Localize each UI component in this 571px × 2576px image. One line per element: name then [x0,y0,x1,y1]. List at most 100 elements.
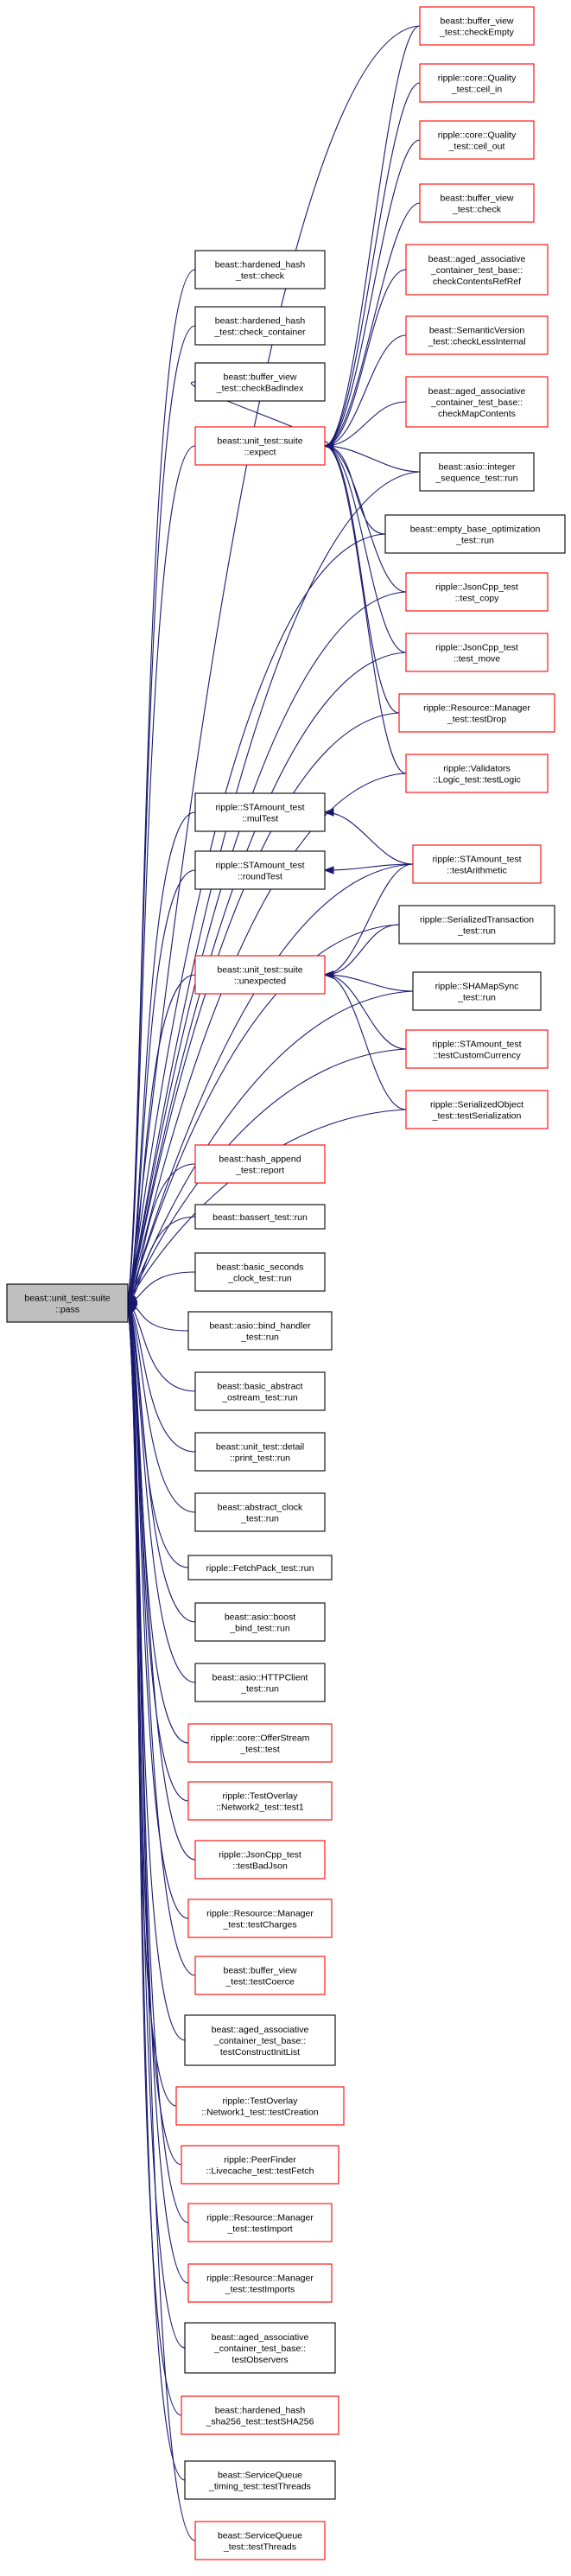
node-testSerialization[interactable]: ripple::SerializedObject_test::testSeria… [405,1090,549,1129]
node-label: ripple::Validators [443,764,510,774]
node-label: _bind_test::run [229,1624,290,1634]
node-ceil-in[interactable]: ripple::core::Quality_test::ceil_in [419,63,535,103]
edge-testBadJson-to-pass [127,1302,196,1860]
node-empty-base[interactable]: beast::empty_base_optimization_test::run [384,514,566,554]
node-label: ripple::Resource::Manager [206,2274,314,2284]
node-label: beast::SemanticVersion [429,326,524,336]
edge-testArithmetic-to-roundTest [324,863,414,871]
edge-testCustomCurrency-to-unexpected [324,974,407,1050]
node-label: ripple::Resource::Manager [206,2213,314,2223]
node-testBadJson[interactable]: ripple::JsonCpp_test::testBadJson [194,1840,326,1880]
node-offerstream[interactable]: ripple::core::OfferStream_test::test [187,1723,333,1763]
node-hh-check-container[interactable]: beast::hardened_hash_test::check_contain… [194,306,326,346]
edge-httpclient-to-pass [127,1302,196,1683]
node-label: _test::run [455,536,494,546]
node-label: ripple::STAmount_test [215,803,304,813]
node-label: _test::testDrop [447,715,506,725]
node-test-move[interactable]: ripple::JsonCpp_test::test_move [405,633,549,672]
node-label: ::print_test::run [230,1453,290,1464]
node-checkContentsRefRef[interactable]: beast::aged_associative_container_test_b… [405,244,549,296]
edge-serialized_tx-to-unexpected [324,924,400,976]
edge-ceil_in-to-expect [324,82,421,447]
node-label: _test::check_container [213,328,306,338]
node-testCharges[interactable]: ripple::Resource::Manager_test::testChar… [187,1899,333,1938]
node-testCoerce[interactable]: beast::buffer_view_test::testCoerce [194,1956,326,1995]
node-label: _test::testCoerce [225,1977,295,1988]
node-label: ripple::FetchPack_test::run [206,1563,314,1574]
node-testSHA256[interactable]: beast::hardened_hash_sha256_test::testSH… [181,2395,339,2435]
node-label: _test::testImport [226,2224,292,2235]
node-label: beast::unit_test::suite [217,965,302,976]
edge-testImports-to-pass [127,1302,189,2284]
node-testCustomCurrency[interactable]: ripple::STAmount_test::testCustomCurrenc… [405,1029,549,1069]
node-checkMapContents[interactable]: beast::aged_associative_container_test_b… [405,376,549,428]
node-label: beast::hardened_hash [215,260,306,270]
node-print-test[interactable]: beast::unit_test::detail::print_test::ru… [194,1432,326,1472]
node-testObservers[interactable]: beast::aged_associative_container_test_b… [184,2322,336,2374]
node-testImport[interactable]: ripple::Resource::Manager_test::testImpo… [187,2203,333,2242]
node-hash-append[interactable]: beast::hash_append_test::report [194,1144,326,1184]
node-testConstructInitList[interactable]: beast::aged_associative_container_test_b… [184,2014,336,2066]
node-boost-bind[interactable]: beast::asio::boost_bind_test::run [194,1602,326,1642]
node-testImports[interactable]: ripple::Resource::Manager_test::testImpo… [187,2263,333,2303]
node-bind-handler[interactable]: beast::asio::bind_handler_test::run [187,1311,333,1351]
node-shamapsync[interactable]: ripple::SHAMapSync_test::run [412,971,542,1011]
node-check-bv[interactable]: beast::buffer_view_test::check [419,183,535,223]
node-checkBadIndex[interactable]: beast::buffer_view_test::checkBadIndex [194,362,326,402]
node-label: _test::check [235,271,285,282]
node-abstract-clock[interactable]: beast::abstract_clock_test::run [194,1492,326,1532]
node-label: checkContentsRefRef [433,277,521,287]
node-integer-sequence[interactable]: beast::asio::integer_sequence_test::run [419,452,535,492]
edge-testCoerce-to-pass [127,1302,196,1976]
node-pass[interactable]: beast::unit_test::suite::pass [6,1283,129,1323]
node-label: ripple::STAmount_test [432,1040,521,1050]
node-label: _clock_test::run [227,1274,292,1284]
node-label: _test::run [240,1514,279,1524]
node-label: ripple::core::Quality [438,73,517,84]
node-basic-abstract[interactable]: beast::basic_abstract_ostream_test::run [194,1371,326,1411]
node-basic-seconds[interactable]: beast::basic_seconds_clock_test::run [194,1252,326,1292]
node-label: ripple::Resource::Manager [206,1909,314,1919]
node-network2[interactable]: ripple::TestOverlay::Network2_test::test… [187,1781,333,1821]
node-label: beast::buffer_view [223,372,296,383]
node-sq-test[interactable]: beast::ServiceQueue_test::testThreads [194,2521,326,2560]
node-httpclient[interactable]: beast::asio::HTTPClient_test::run [194,1663,326,1702]
arrowhead [323,866,334,875]
node-unexpected[interactable]: beast::unit_test::suite::unexpected [194,955,326,995]
node-serialized-tx[interactable]: ripple::SerializedTransaction_test::run [398,905,555,945]
node-label: beast::asio::HTTPClient [213,1673,308,1683]
edge-checkEmpty-to-pass [127,25,421,1304]
edge-checkLessInternal-to-expect [324,334,407,447]
node-label: _test::run [240,1684,279,1695]
edge-checkEmpty-to-expect [324,25,421,447]
node-label: ripple::TestOverlay [223,2096,299,2107]
edge-abstract_clock-to-pass [127,1302,196,1513]
node-testArithmetic[interactable]: ripple::STAmount_test::testArithmetic [412,844,542,884]
edge-basic_seconds-to-pass [127,1271,196,1304]
graph-nodes: beast::unit_test::suite::passbeast::unit… [6,6,566,2560]
node-label: ripple::JsonCpp_test [219,1850,301,1860]
node-testFetch[interactable]: ripple::PeerFinder::Livecache_test::test… [181,2145,339,2185]
node-testCreation[interactable]: ripple::TestOverlay::Network1_test::test… [175,2086,345,2126]
node-mulTest[interactable]: ripple::STAmount_test::mulTest [194,792,326,832]
node-label: beast::asio::integer [439,462,516,473]
node-label: ::roundTest [238,872,282,882]
node-label: ripple::TestOverlay [223,1791,299,1802]
node-fetchpack[interactable]: ripple::FetchPack_test::run [187,1555,333,1581]
node-checkEmpty[interactable]: beast::buffer_view_test::checkEmpty [419,6,535,46]
node-ceil-out[interactable]: ripple::core::Quality_test::ceil_out [419,120,535,160]
node-label: beast::unit_test::detail [216,1442,304,1453]
node-checkLessInternal[interactable]: beast::SemanticVersion_test::checkLessIn… [405,315,549,355]
node-label: ::pass [55,1305,79,1315]
node-label: ::Livecache_test::testFetch [206,2166,314,2177]
node-expect[interactable]: beast::unit_test::suite::expect [194,426,326,466]
node-hh-check[interactable]: beast::hardened_hash_test::check [194,250,326,289]
node-label: ripple::Resource::Manager [423,703,530,714]
node-roundTest[interactable]: ripple::STAmount_test::roundTest [194,850,326,890]
node-test-copy[interactable]: ripple::JsonCpp_test::test_copy [405,572,549,612]
node-testLogic[interactable]: ripple::Validators::Logic_test::testLogi… [405,754,549,793]
edge-test_move-to-expect [324,445,407,653]
node-sq-timing[interactable]: beast::ServiceQueue_timing_test::testThr… [184,2460,336,2500]
node-bassert[interactable]: beast::bassert_test::run [194,1204,326,1230]
node-testDrop[interactable]: ripple::Resource::Manager_test::testDrop [398,693,555,733]
